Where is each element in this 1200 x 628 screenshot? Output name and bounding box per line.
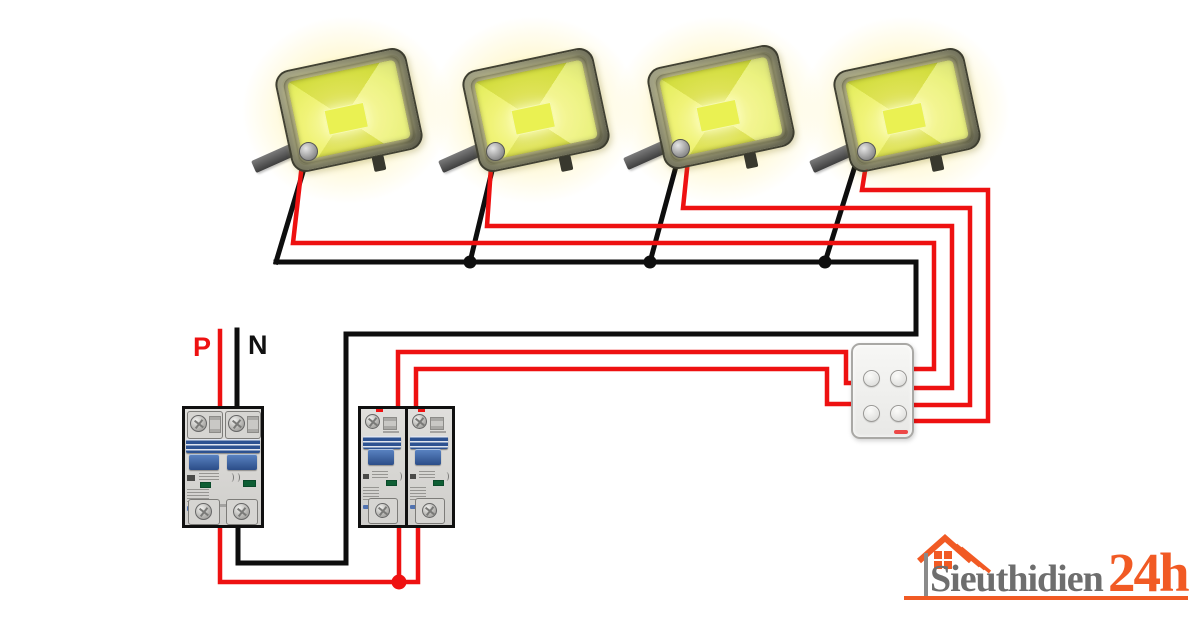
cable-gland: [929, 154, 945, 173]
live-bottom-bus-wire: [217, 519, 421, 585]
breaker-rocker: [186, 439, 260, 453]
bracket-knob: [671, 139, 690, 158]
live-feed-switch-1: [395, 349, 855, 413]
screw-terminal-icon: [422, 503, 437, 518]
indicator-light: [386, 480, 397, 486]
breaker-toggle: [415, 449, 441, 465]
indicator-light: [200, 482, 211, 488]
rating-mark: [363, 474, 369, 479]
breaker-toggle: [368, 449, 394, 465]
junction-dot: [463, 255, 477, 269]
brand-underline: [904, 596, 1188, 600]
label-line: [430, 431, 446, 433]
screw-terminal-icon: [233, 503, 250, 520]
neutral-bus-wire: [235, 259, 919, 566]
screw-terminal-icon: [365, 414, 380, 429]
logo-pole: [924, 553, 928, 597]
marking: [444, 472, 449, 481]
terminal-clamp: [209, 416, 221, 433]
label-lines: [372, 471, 388, 479]
screw-terminal-icon: [412, 414, 427, 429]
rating-mark: [187, 475, 195, 481]
breaker-rocker: [363, 436, 401, 449]
neutral-label: N: [248, 330, 268, 360]
terminal-mark: [418, 409, 425, 412]
breaker-rocker: [410, 436, 448, 449]
bracket-knob: [486, 142, 505, 161]
screw-terminal-icon: [375, 503, 390, 518]
brand-suffix: 24h: [1108, 542, 1190, 603]
junction-dot: [643, 255, 657, 269]
switch-button-4: [890, 405, 907, 422]
junction-dot: [818, 255, 832, 269]
floodlight-4: [805, 8, 1005, 208]
main-breaker-2p: [182, 406, 264, 528]
floodlight-1: [247, 8, 447, 208]
brand-logo: Sieuthidien 24h: [900, 533, 1192, 608]
led-panel: [510, 101, 557, 136]
cable-gland: [743, 151, 759, 170]
switch-button-3: [863, 405, 880, 422]
marking: [397, 472, 402, 481]
branch-breaker-group: [358, 406, 455, 528]
live-wire-light-1: [290, 152, 937, 372]
bracket-knob: [299, 142, 318, 161]
floodlight-body: [459, 45, 613, 175]
screw-terminal-icon: [195, 503, 212, 520]
marking: [235, 473, 240, 482]
rating-mark: [410, 474, 416, 479]
screw-terminal-icon: [228, 415, 245, 432]
marking: [229, 473, 234, 482]
panel-brand-mark: [894, 430, 908, 434]
breaker-toggle: [227, 454, 257, 470]
breaker-toggle: [189, 454, 219, 470]
indicator-light: [243, 480, 256, 487]
live-wire-light-4: [859, 149, 991, 424]
live-wire-light-3: [680, 147, 973, 408]
floodlight-3: [619, 5, 819, 205]
remote-switch-panel: [851, 343, 914, 439]
breaker-divider: [405, 409, 408, 525]
floodlight-body: [272, 45, 426, 175]
floodlight-body: [830, 45, 984, 175]
branch-breaker-2: [408, 409, 452, 525]
bracket-knob: [857, 142, 876, 161]
switch-button-1: [863, 370, 880, 387]
cable-gland: [558, 154, 574, 173]
led-panel: [695, 98, 742, 133]
junction-dot: [391, 574, 407, 590]
indicator-light: [433, 480, 444, 486]
led-panel: [323, 101, 370, 136]
branch-breaker-1: [361, 409, 405, 525]
live-feed-switch-2: [413, 366, 855, 413]
screw-terminal-icon: [190, 415, 207, 432]
terminal-clamp: [247, 416, 259, 433]
live-wire-light-2: [484, 149, 955, 391]
cable-gland: [371, 154, 387, 173]
floodlight-body: [644, 42, 798, 172]
terminal-clamp: [430, 417, 444, 430]
main-breaker-face: [185, 409, 261, 525]
label-line: [383, 431, 399, 433]
label-lines: [419, 471, 435, 479]
led-panel: [881, 101, 928, 136]
phase-label: P: [193, 332, 212, 362]
floodlight-2: [434, 8, 634, 208]
brand-name: Sieuthidien: [930, 558, 1104, 600]
switch-button-2: [890, 370, 907, 387]
terminal-clamp: [383, 417, 397, 430]
label-lines: [199, 473, 219, 481]
terminal-mark: [376, 409, 383, 412]
